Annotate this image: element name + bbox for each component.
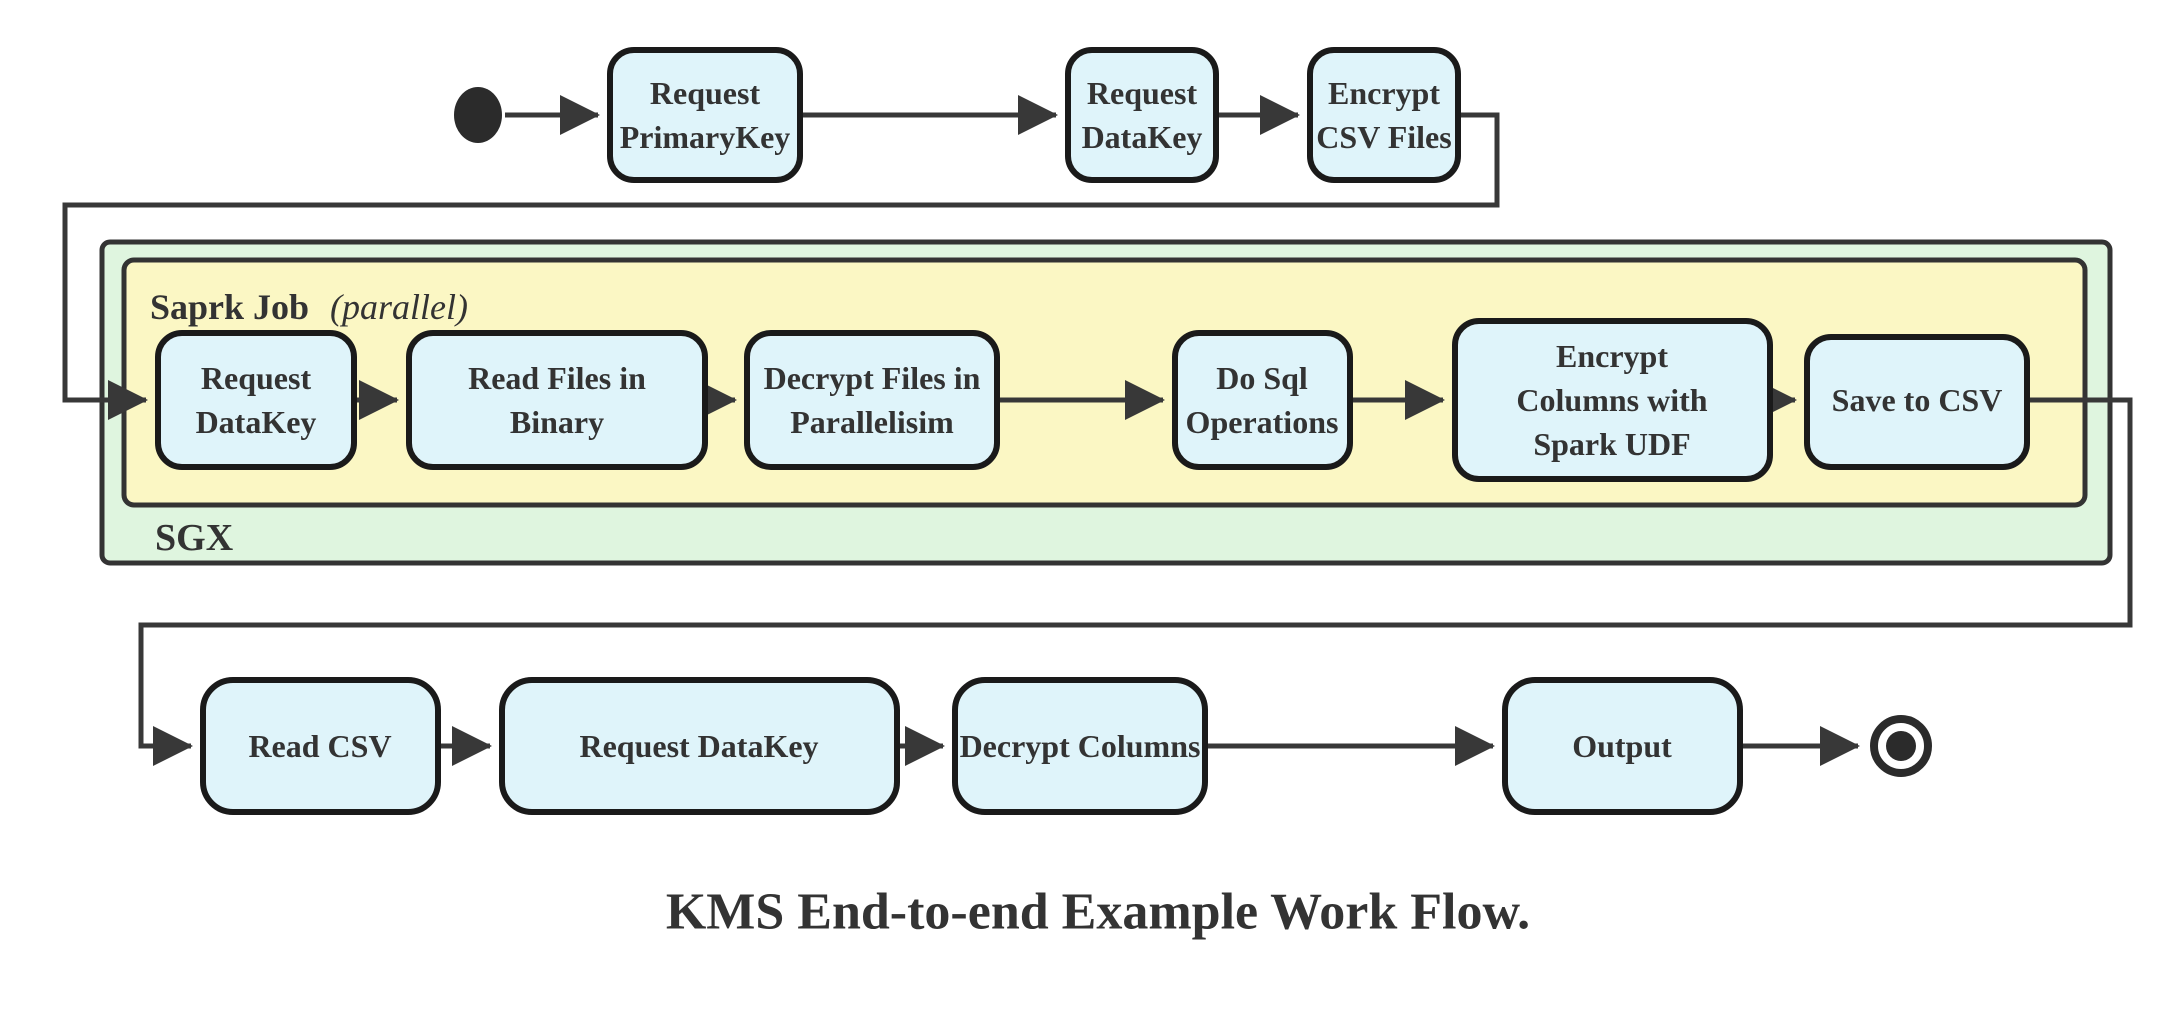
node-request-datakey-top: Request DataKey [1065, 47, 1219, 183]
node-decrypt-columns: Decrypt Columns [952, 677, 1208, 815]
node-label: CSV Files [1316, 119, 1451, 155]
node-label: Request [1087, 75, 1198, 111]
node-request-datakey-spark-box [155, 330, 357, 470]
sgx-label: SGX [155, 517, 233, 559]
node-read-csv: Read CSV [200, 677, 441, 815]
spark-job-label-parallel: (parallel) [330, 287, 468, 327]
node-label: Do Sql [1216, 360, 1308, 396]
node-label: Read CSV [248, 728, 391, 764]
node-label: Operations [1186, 404, 1339, 440]
node-decrypt-files-in-parallelisim-box [744, 330, 1000, 470]
node-label: Request DataKey [579, 728, 818, 764]
node-label: PrimaryKey [620, 119, 791, 155]
node-request-primarykey: Request PrimaryKey [607, 47, 803, 183]
node-do-sql-operations-box [1172, 330, 1353, 470]
node-decrypt-files-in-parallelisim: Decrypt Files in Parallelisim [744, 330, 1000, 470]
node-label: DataKey [196, 404, 317, 440]
node-request-datakey-bottom: Request DataKey [499, 677, 900, 815]
node-label: Output [1572, 728, 1672, 764]
node-label: Save to CSV [1832, 382, 2003, 418]
node-encrypt-columns-with-spark-udf: Encrypt Columns with Spark UDF [1452, 318, 1773, 482]
node-save-to-csv-box [1804, 334, 2030, 470]
node-encrypt-csv-files: Encrypt CSV Files [1307, 47, 1461, 183]
node-decrypt-columns-box [952, 677, 1208, 815]
node-save-to-csv: Save to CSV [1804, 334, 2030, 470]
node-do-sql-operations: Do Sql Operations [1172, 330, 1353, 470]
node-request-datakey-bottom-box [499, 677, 900, 815]
spark-job-label: Saprk Job [150, 287, 309, 327]
node-label: Encrypt [1328, 75, 1440, 111]
node-label: Decrypt Files in [764, 360, 981, 396]
node-label: Columns with [1516, 382, 1707, 418]
node-output: Output [1502, 677, 1743, 815]
node-encrypt-columns-with-spark-udf-box [1452, 318, 1773, 482]
node-output-box [1502, 677, 1743, 815]
node-read-files-in-binary: Read Files in Binary [406, 330, 708, 470]
end-node-dot [1886, 731, 1916, 761]
node-label: Encrypt [1556, 338, 1668, 374]
node-label: Spark UDF [1533, 426, 1690, 462]
edge-encrypt-csv-files-to-spark-request-datakey [62, 112, 1500, 420]
node-encrypt-csv-files-box [1307, 47, 1461, 183]
start-node [454, 87, 502, 143]
node-label: Request [201, 360, 312, 396]
node-label: Read Files in [468, 360, 646, 396]
node-request-datakey-spark: Request DataKey [155, 330, 357, 470]
node-label: Binary [510, 404, 604, 440]
node-request-datakey-top-box [1065, 47, 1219, 183]
node-label: DataKey [1082, 119, 1203, 155]
node-read-csv-box [200, 677, 441, 815]
node-label: Request [650, 75, 761, 111]
node-request-primarykey-box [607, 47, 803, 183]
node-read-files-in-binary-box [406, 330, 708, 470]
end-node [1870, 715, 1932, 777]
edge-save-to-csv-to-read-csv [138, 397, 2133, 766]
node-label: Decrypt Columns [960, 728, 1201, 764]
diagram-caption: KMS End-to-end Example Work Flow. [666, 884, 1530, 941]
node-label: Parallelisim [790, 404, 954, 440]
